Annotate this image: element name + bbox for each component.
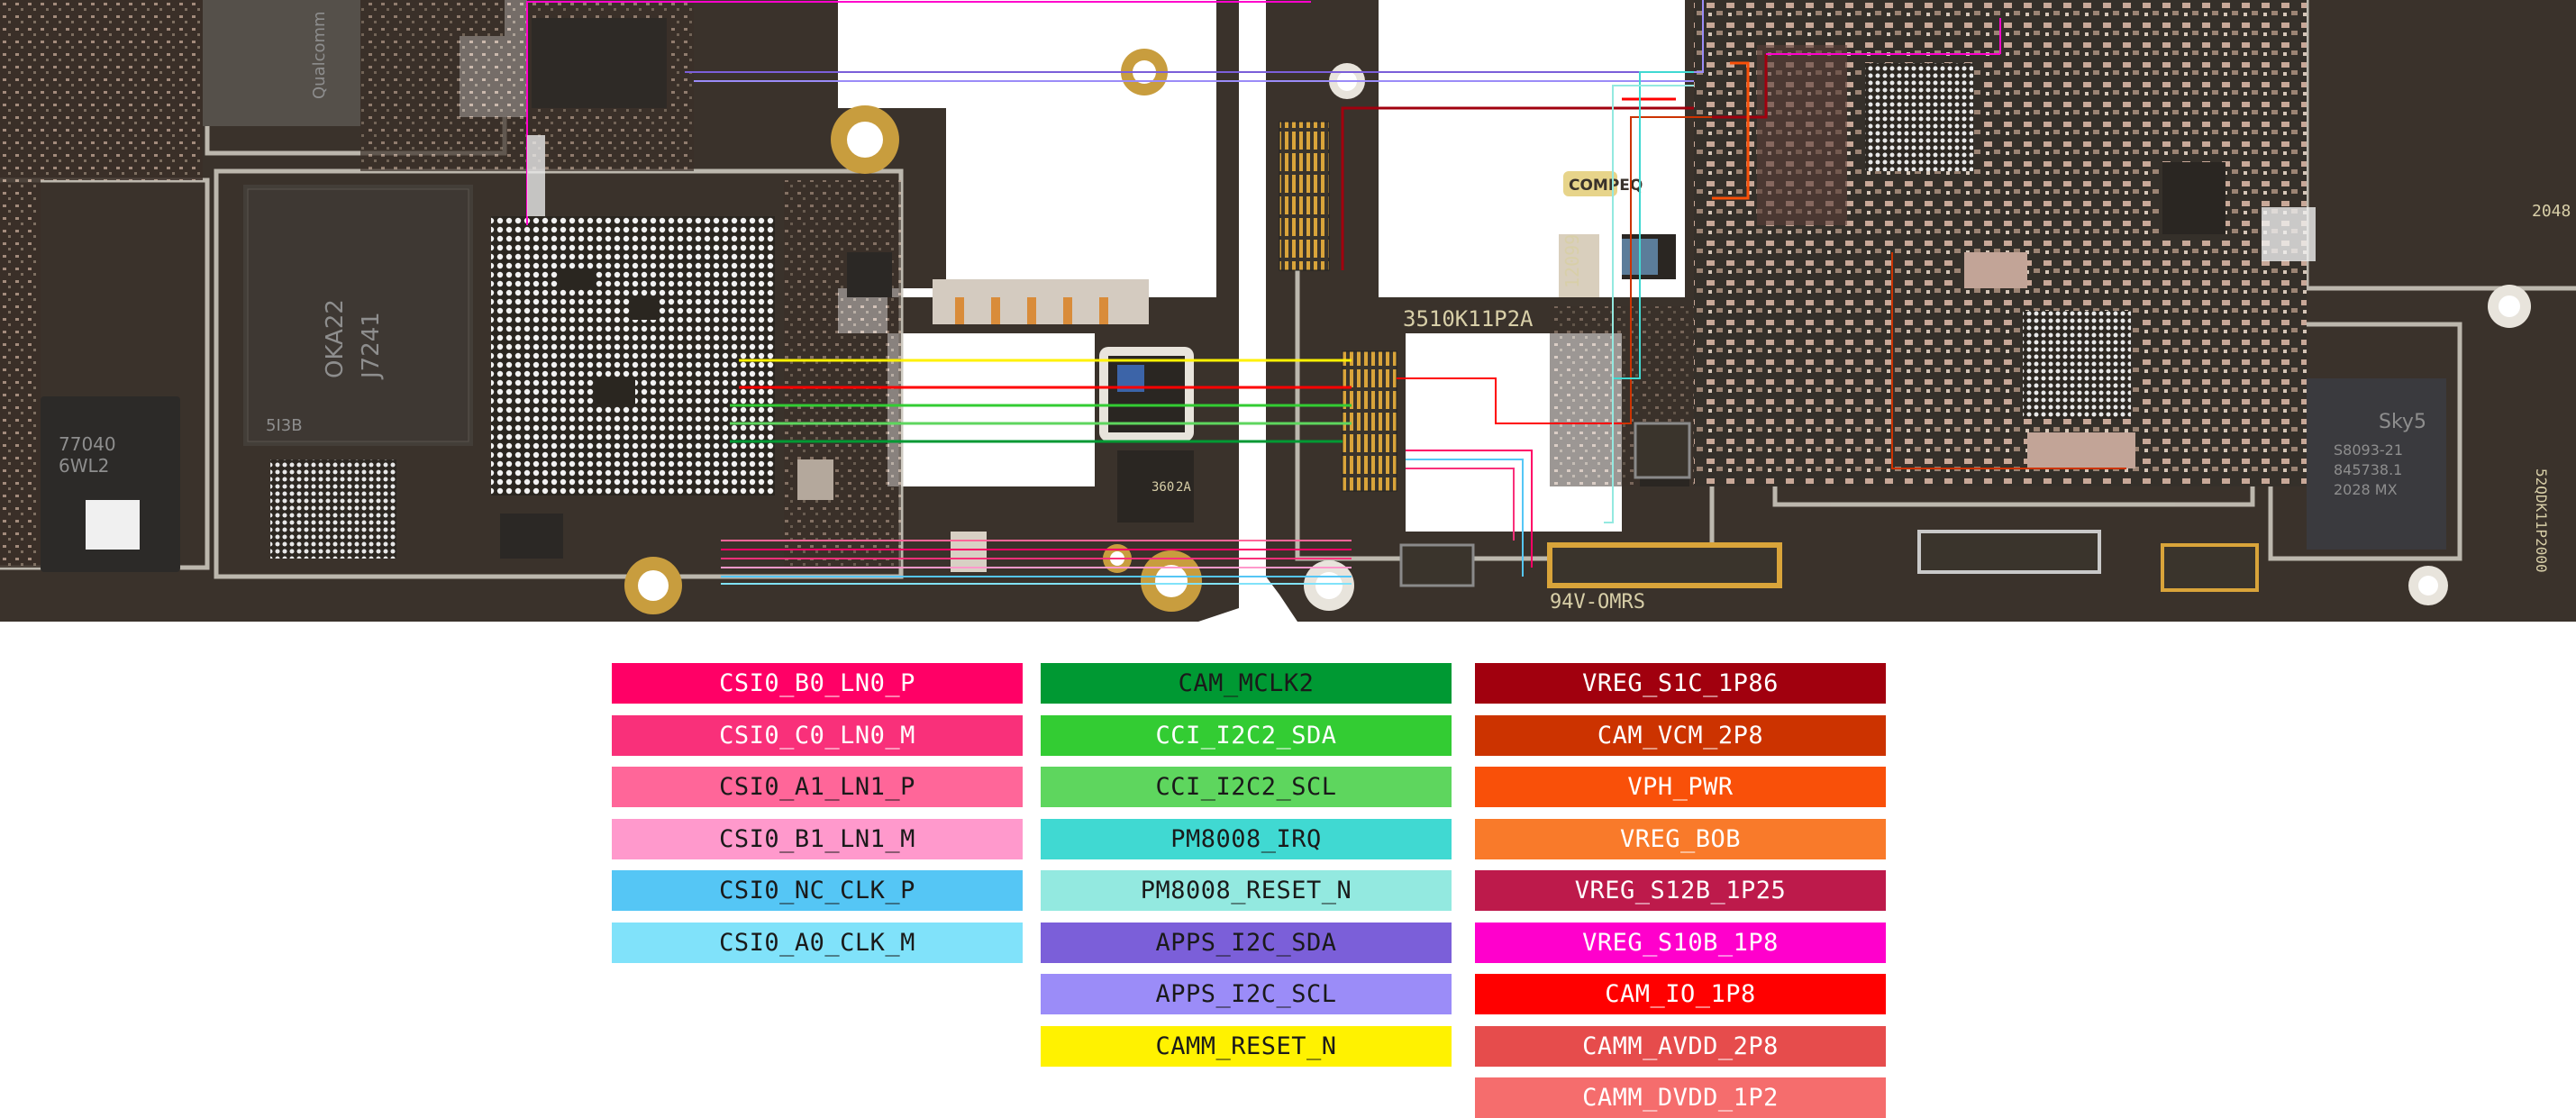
legend-item-cam-io-1p8: CAM_IO_1P8	[1475, 974, 1886, 1014]
legend-item-csi0-a1-ln1-p: CSI0_A1_LN1_P	[612, 767, 1023, 807]
legend-item-vreg-s12b-1p25: VREG_S12B_1P25	[1475, 870, 1886, 911]
chip-label-2028mx: 2028 MX	[2334, 481, 2398, 498]
legend-item-csi0-c0-ln0-m: CSI0_C0_LN0_M	[612, 715, 1023, 756]
legend-item-cam-mclk2: CAM_MCLK2	[1041, 663, 1452, 704]
center-label-2a: 2A	[1176, 480, 1191, 495]
chip-label-77040: 77040	[59, 433, 116, 455]
legend-item-apps-i2c-sda: APPS_I2C_SDA	[1041, 923, 1452, 963]
legend-item-pm8008-reset-n: PM8008_RESET_N	[1041, 870, 1452, 911]
legend-item-csi0-b1-ln1-m: CSI0_B1_LN1_M	[612, 819, 1023, 859]
legend-item-csi0-nc-clk-p: CSI0_NC_CLK_P	[612, 870, 1023, 911]
legend-item-camm-avdd-2p8: CAMM_AVDD_2P8	[1475, 1026, 1886, 1067]
legend-item-csi0-a0-clk-m: CSI0_A0_CLK_M	[612, 923, 1023, 963]
legend-item-vreg-bob: VREG_BOB	[1475, 819, 1886, 859]
legend-item-camm-dvdd-1p2: CAMM_DVDD_1P2	[1475, 1077, 1886, 1118]
chip-label-oka22: OKA22	[322, 299, 349, 378]
center-label-360: 360	[1151, 480, 1174, 495]
legend-item-vph-pwr: VPH_PWR	[1475, 767, 1886, 807]
svg-text:Qualcomm: Qualcomm	[310, 11, 329, 99]
legend-item-vreg-s10b-1p8: VREG_S10B_1P8	[1475, 923, 1886, 963]
legend-item-csi0-b0-ln0-p: CSI0_B0_LN0_P	[612, 663, 1023, 704]
legend-item-cci-i2c2-scl: CCI_I2C2_SCL	[1041, 767, 1452, 807]
chip-label-sky5: Sky5	[2379, 411, 2426, 433]
chip-label-j7241: J7241	[358, 312, 385, 380]
chip-label-6wl2: 6WL2	[59, 455, 109, 477]
board-label-12099: 12099	[1561, 234, 1583, 288]
legend-item-vreg-s1c-1p86: VREG_S1C_1P86	[1475, 663, 1886, 704]
board-label-compeq: COMPEQ	[1569, 177, 1643, 195]
chip-label-845738: 845738.1	[2334, 461, 2402, 478]
legend-item-apps-i2c-scl: APPS_I2C_SCL	[1041, 974, 1452, 1014]
pcb-board-photo: Qualcomm OKA22 J7241 5I3B 77040 6WL2	[0, 0, 2576, 622]
board-label-3510k11p2a: 3510K11P2A	[1403, 306, 1534, 332]
pcb-board-svg: Qualcomm OKA22 J7241 5I3B 77040 6WL2	[0, 0, 2576, 622]
board-label-2048: 2048	[2532, 202, 2571, 221]
board-label-52qdk: 52QDK11P2000	[2533, 468, 2550, 573]
legend-item-cci-i2c2-sda: CCI_I2C2_SDA	[1041, 715, 1452, 756]
legend-item-pm8008-irq: PM8008_IRQ	[1041, 819, 1452, 859]
legend-item-cam-vcm-2p8: CAM_VCM_2P8	[1475, 715, 1886, 756]
chip-label-s8093: S8093-21	[2334, 441, 2403, 459]
board-label-94v: 94V-OMRS	[1550, 591, 1645, 614]
chip-label-5i3b: 5I3B	[266, 416, 303, 435]
legend-item-camm-reset-n: CAMM_RESET_N	[1041, 1026, 1452, 1067]
